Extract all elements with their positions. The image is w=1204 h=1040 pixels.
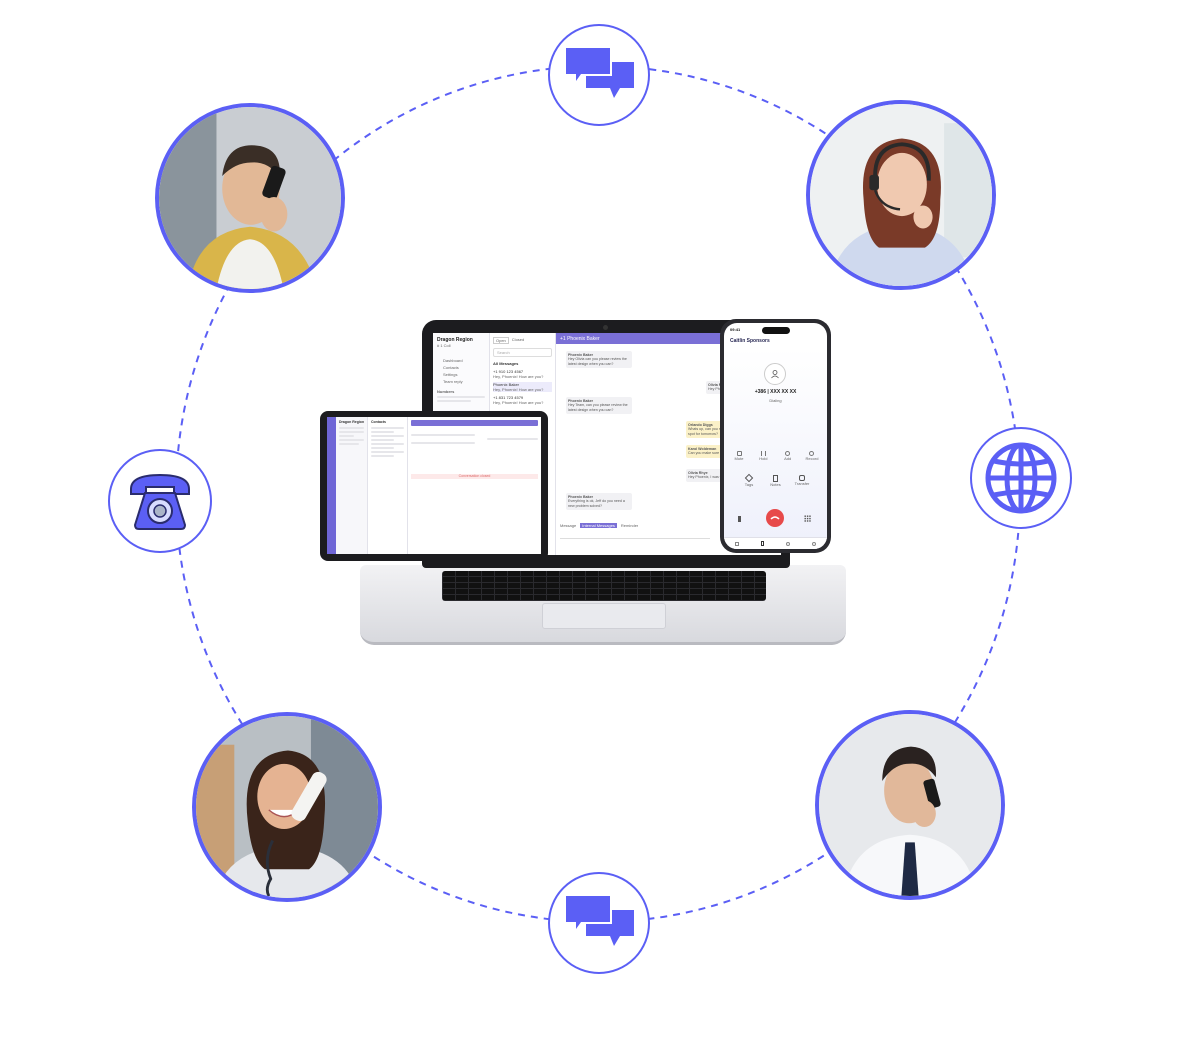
message-input[interactable] bbox=[560, 533, 710, 539]
conversation-preview: Hey, Phoenix! How are you? bbox=[493, 400, 544, 405]
keypad-icon[interactable] bbox=[804, 515, 811, 522]
tab-message[interactable]: Message bbox=[560, 523, 577, 528]
portrait-woman-headset bbox=[806, 100, 996, 290]
all-messages-label: All Messages bbox=[493, 361, 519, 366]
speaker-icon[interactable] bbox=[738, 516, 746, 522]
transfer-button[interactable]: Transfer bbox=[791, 475, 813, 487]
person-photo bbox=[819, 714, 1001, 896]
account-sub: # 1 Coll bbox=[437, 343, 451, 348]
laptop-camera bbox=[603, 325, 608, 330]
chat-bubbles-icon bbox=[564, 46, 634, 98]
add-call-button[interactable]: Add bbox=[777, 451, 799, 461]
sidebar-item-team-reply[interactable]: Team reply bbox=[443, 379, 463, 384]
conversation-banner: Conversation closed bbox=[411, 474, 538, 479]
tab-reminder[interactable]: Reminder bbox=[620, 523, 639, 528]
home-tab-icon[interactable] bbox=[735, 541, 739, 546]
phone-notch bbox=[762, 327, 790, 334]
tablet-list: Contacts bbox=[368, 417, 408, 554]
call-controls-row1: Mute Hold Add Record bbox=[728, 451, 823, 461]
account-name: Dragon Region bbox=[437, 337, 473, 343]
numbers-label: Numbers bbox=[437, 389, 455, 394]
contacts-tab-icon[interactable] bbox=[786, 541, 790, 546]
sidebar-item-settings[interactable]: Settings bbox=[443, 372, 458, 377]
telephone-node bbox=[108, 449, 212, 553]
person-photo bbox=[810, 104, 992, 286]
laptop-keyboard bbox=[442, 571, 766, 601]
portrait-man-business bbox=[815, 710, 1005, 900]
tablet-nav-rail bbox=[327, 417, 336, 554]
tablet-chat: Conversation closed bbox=[408, 417, 541, 554]
telephone-icon bbox=[130, 473, 190, 530]
record-button[interactable]: Record bbox=[801, 451, 823, 461]
portrait-woman-landline bbox=[192, 712, 382, 902]
account-name: Dragon Region bbox=[339, 420, 364, 424]
chat-node-top bbox=[548, 24, 650, 126]
tab-open[interactable]: Open bbox=[493, 337, 509, 344]
chat-node-bottom bbox=[548, 872, 650, 974]
list-item[interactable]: Phoenix Baker Hey, Phoenix! How are you? bbox=[493, 382, 552, 392]
person-photo bbox=[196, 716, 378, 898]
laptop-trackpad bbox=[542, 603, 666, 629]
phone-tab-bar bbox=[724, 537, 827, 549]
mute-button[interactable]: Mute bbox=[728, 451, 750, 461]
tablet-screen: Dragon Region Contacts Conversation clos… bbox=[327, 417, 541, 554]
status-time: 09:41 bbox=[730, 327, 741, 332]
phone-screen: 09:41 Caitlin Sponsors +386 | XXX XX XX … bbox=[724, 323, 827, 549]
chat-footer-tabs: Message Internal Messages Reminder bbox=[560, 523, 638, 528]
notes-button[interactable]: Notes bbox=[765, 475, 787, 487]
chat-bubbles-icon bbox=[564, 894, 634, 946]
tab-internal-messages[interactable]: Internal Messages bbox=[580, 523, 617, 528]
user-icon bbox=[771, 370, 779, 379]
sidebar-item-contacts[interactable]: Contacts bbox=[443, 365, 459, 370]
conversation-name: +1 831 723 4579 bbox=[493, 395, 524, 400]
conversation-list: Open Closed Search All Messages +1 910 1… bbox=[490, 333, 556, 555]
globe-icon bbox=[985, 442, 1057, 514]
conversation-name: +1 910 123 4567 bbox=[493, 369, 524, 374]
sidebar-item-dashboard[interactable]: Dashboard bbox=[443, 358, 463, 363]
settings-tab-icon[interactable] bbox=[812, 541, 816, 546]
tab-closed[interactable]: Closed bbox=[511, 337, 525, 342]
call-controls-row2: Tags Notes Transfer bbox=[738, 473, 813, 487]
list-item[interactable]: +1 910 123 4567 Hey, Phoenix! How are yo… bbox=[493, 369, 552, 379]
tablet-sidebar: Dragon Region bbox=[336, 417, 368, 554]
tablet-list-header: Contacts bbox=[371, 420, 386, 424]
list-item[interactable]: +1 831 723 4579 Hey, Phoenix! How are yo… bbox=[493, 395, 552, 405]
search-input[interactable]: Search bbox=[493, 348, 552, 357]
conversation-name: Phoenix Baker bbox=[493, 382, 520, 387]
portrait-man-on-phone bbox=[155, 103, 345, 293]
conversation-preview: Hey, Phoenix! How are you? bbox=[493, 387, 544, 392]
phone-tab-icon[interactable] bbox=[761, 541, 764, 546]
call-status: Dialing bbox=[769, 398, 782, 403]
hang-up-button[interactable] bbox=[766, 509, 784, 527]
chat-header-title: +1 Phoenix Baker bbox=[560, 335, 600, 342]
hold-button[interactable]: Hold bbox=[752, 451, 774, 461]
contact-avatar bbox=[764, 363, 786, 385]
tags-button[interactable]: Tags bbox=[738, 473, 760, 487]
call-header-title: Caitlin Sponsors bbox=[730, 338, 770, 344]
person-photo bbox=[159, 107, 341, 289]
end-call-icon bbox=[770, 516, 780, 520]
globe-node bbox=[970, 427, 1072, 529]
dialed-number: +386 | XXX XX XX bbox=[754, 389, 797, 395]
conversation-preview: Hey, Phoenix! How are you? bbox=[493, 374, 544, 379]
